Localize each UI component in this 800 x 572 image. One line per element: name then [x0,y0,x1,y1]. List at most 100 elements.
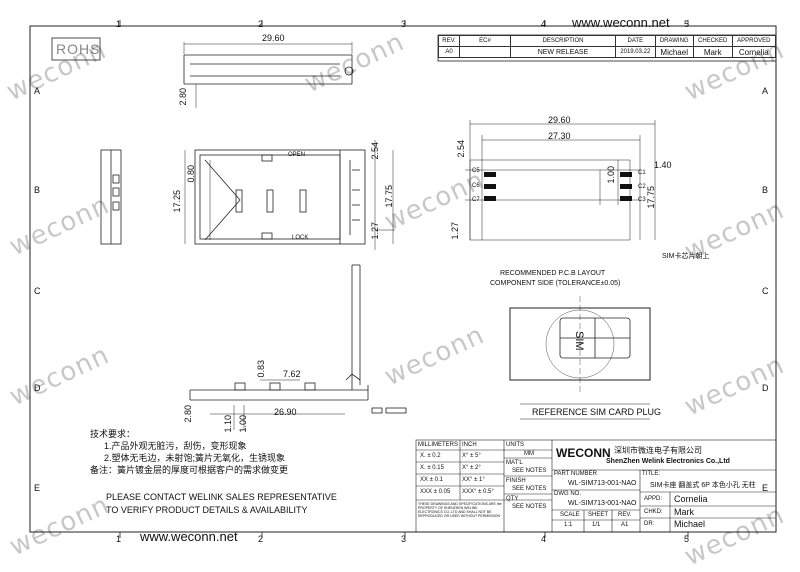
dim-bottom-280: 2.80 [183,405,193,423]
top-view [183,42,354,108]
layout-title-2: COMPONENT SIDE (TOLERANCE±0.05) [490,280,621,287]
tol-cell: XXX° ± 0.5° [462,489,494,495]
units-value: MM [524,451,534,457]
website-bottom: www.weconn.net [140,529,238,544]
appd-value: Cornelia [674,494,708,504]
grid-row-a: A [34,86,41,96]
open-label: OPEN [288,152,306,158]
tol-cell: X. ± 0.2 [420,453,441,459]
dr-value: Michael [674,519,706,529]
pcb-note: SIM卡芯片朝上 [662,253,710,260]
front-view [184,140,395,250]
contact-line-1: PLEASE CONTACT WELINK SALES REPRESENTATI… [106,492,337,502]
pin-label: C5 [472,168,480,174]
pin-label: C6 [472,183,480,189]
rev-cell: Cornelia [731,46,777,58]
website-top: www.weconn.net [572,15,670,30]
pin-label: C1 [638,170,646,176]
grid-col-4-bottom: 4 [541,534,547,544]
title-block-lines [415,439,777,533]
dim-pcb-100: 1.00 [606,166,616,184]
dim-front-height: 17.25 [172,190,182,213]
part-label: PART NUMBER [554,471,598,477]
sim-label: SIM [573,331,585,351]
tol-cell: X. ± 0.15 [420,465,444,471]
dr-label: DR: [644,521,655,527]
grid-row-b: B [34,185,41,195]
dim-front-1775: 17.75 [384,185,394,208]
grid-row-d-right: D [762,383,769,393]
rev-cell: NEW RELEASE [510,46,616,58]
dim-top-height: 2.80 [178,88,188,106]
rev-cell: Michael [654,46,694,58]
pin-label: C7 [472,197,480,203]
dim-bottom-width: 26.90 [274,407,297,417]
grid-col-4: 4 [541,19,547,29]
company-cn: 深圳市微连电子有限公司 [614,446,702,455]
company-logo: WECONN [556,446,611,460]
matl-label: MAT'L [506,460,523,466]
revision-header-row: REV. EC# DESCRIPTION DATE DRAWING CHECKE… [438,35,777,47]
rev-header: DESCRIPTION [510,35,616,47]
grid-col-2-bottom: 2 [258,534,264,544]
contact-line-2: TO VERIFY PRODUCT DETAILS & AVAILABILITY [106,505,308,515]
rohs-mark: ROHS [56,41,101,57]
rev-header: DATE [615,35,656,47]
rev-cell: A0 [438,46,460,58]
chkd-label: CHKD: [644,509,663,515]
company-en: ShenZhen Welink Electronics Co.,Ltd [606,458,730,465]
tol-header-mm: MILLIMETERS [418,442,459,448]
finish-notes: SEE NOTES [512,486,547,492]
outer-frame [29,25,777,533]
grid-col-2: 2 [258,19,264,29]
tol-cell: XXX ± 0.05 [420,489,451,495]
appd-label: APPD: [644,496,663,502]
rev-header: CHECKED [692,35,733,47]
dwg-label: DWG NO. [554,491,581,497]
grid-col-3: 3 [401,19,407,29]
side-view [100,149,122,245]
tech-title: 技术要求： [90,429,136,439]
scale-label: SCALE [560,512,580,518]
rev-cell [459,46,511,58]
tol-cell: XX ± 0.1 [420,477,443,483]
rev-cell: 2019.03.22 [615,46,656,58]
pcb-layout [465,120,656,241]
dim-top-width: 29.60 [262,33,285,43]
dim-pcb-140: 1.40 [654,160,672,170]
legal-text: THESE DRAWINGS AND SPECIFICATIONS ARE th… [418,502,502,518]
layout-title-1: RECOMMENDED P.C.B LAYOUT [500,270,606,277]
drawing-title: SIM卡座 翻盖式 6P 本色小孔 无柱 [650,482,756,489]
dim-pcb-1775: 17.75 [646,186,656,209]
qty-label: QTY [506,496,519,502]
dwg-number: WL-SIM713-001-NAO [568,500,637,507]
sim-plug-title: REFERENCE SIM CARD PLUG [532,407,662,417]
sheet-label: SHEET [588,512,609,518]
grid-col-5-bottom: 5 [684,534,690,544]
qty-notes: SEE NOTES [512,504,547,510]
grid-row-c: C [34,286,41,296]
lock-label: LOCK [292,235,309,241]
rev-header: DRAWING [654,35,694,47]
dim-bottom-083: 0.83 [256,360,266,378]
dim-bottom-762: 7.62 [283,369,301,379]
grid-col-3-bottom: 3 [401,534,407,544]
grid-col-5: 5 [684,19,690,29]
revision-table: REV. EC# DESCRIPTION DATE DRAWING CHECKE… [438,35,777,58]
dim-bottom-100: 1.00 [238,415,248,433]
grid-row-e: E [34,483,41,493]
tol-header-inch: INCH [462,442,477,448]
title-label: TITLE: [642,471,661,477]
grid-col-1: 1 [116,19,122,29]
rev-label: REV. [618,512,632,518]
sim-plug [509,296,651,420]
rev-cell: Mark [692,46,733,58]
tol-cell: X° ± 5° [462,453,481,459]
pin-label: C2 [638,184,646,190]
dim-front-080: 0.80 [186,165,196,183]
tech-line-3: 备注：簧片镀金层的厚度可根据客户的需求做变更 [90,465,289,475]
tech-line-1: 1.产品外观无脏污，刮伤，变形现象 [104,441,247,451]
rev-header: REV. [438,35,460,47]
grid-row-c-right: C [762,286,769,296]
